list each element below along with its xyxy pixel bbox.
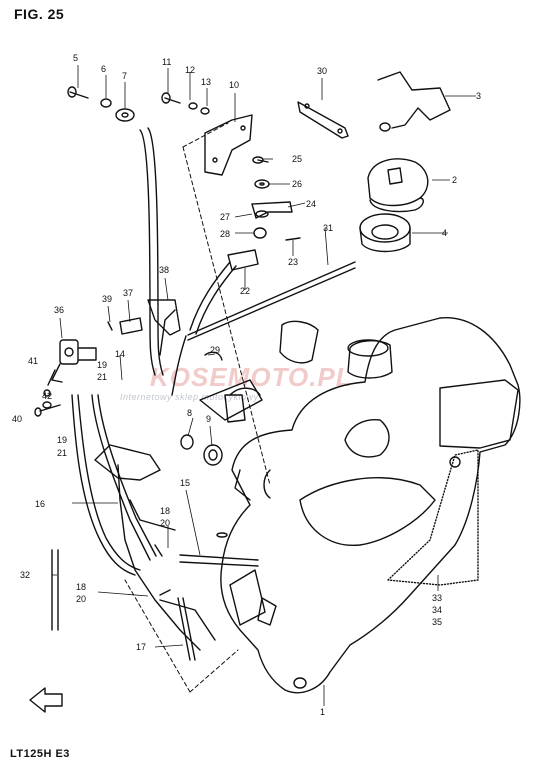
callout-16: 16 xyxy=(35,499,45,509)
callout-19a: 19 xyxy=(97,360,107,370)
callout-15: 15 xyxy=(180,478,190,488)
callout-35: 35 xyxy=(432,617,442,627)
callout-20b: 20 xyxy=(76,594,86,604)
fuel-cock xyxy=(47,339,97,386)
callout-1: 1 xyxy=(320,707,325,717)
callout-25: 25 xyxy=(292,154,302,164)
callout-20a: 20 xyxy=(160,518,170,528)
fuel-tank xyxy=(187,261,521,694)
watermark-tagline: Internetowy sklep motocyklowy xyxy=(120,392,259,402)
callout-28: 28 xyxy=(220,229,230,239)
callout-38: 38 xyxy=(159,265,169,275)
callout-18a: 18 xyxy=(160,506,170,516)
callout-18b: 18 xyxy=(76,582,86,592)
callout-leaders xyxy=(52,65,476,706)
hoses xyxy=(71,127,237,576)
callout-7: 7 xyxy=(122,71,127,81)
figure-title: FIG. 25 xyxy=(14,6,65,22)
callout-34: 34 xyxy=(432,605,442,615)
callout-13: 13 xyxy=(201,77,211,87)
callout-12: 12 xyxy=(185,65,195,75)
callout-32: 32 xyxy=(20,570,30,580)
callout-29: 29 xyxy=(210,345,220,355)
callout-26: 26 xyxy=(292,179,302,189)
callout-41: 41 xyxy=(28,356,38,366)
callout-14: 14 xyxy=(115,349,125,359)
callout-37: 37 xyxy=(123,288,133,298)
callout-36: 36 xyxy=(54,305,64,315)
callout-21a: 21 xyxy=(97,372,107,382)
callout-22: 22 xyxy=(240,286,250,296)
model-code: LT125H E3 xyxy=(10,748,70,760)
callout-31: 31 xyxy=(323,223,333,233)
callout-21b: 21 xyxy=(57,448,67,458)
heat-shield xyxy=(387,449,479,586)
callout-5: 5 xyxy=(73,53,78,63)
callout-24: 24 xyxy=(306,199,316,209)
callout-6: 6 xyxy=(101,64,106,74)
fuel-cap xyxy=(367,158,429,213)
cap-gasket xyxy=(359,213,411,253)
callout-4: 4 xyxy=(442,228,447,238)
watermark-logo: KOSEMOTO.PL xyxy=(150,362,353,392)
callout-27: 27 xyxy=(220,212,230,222)
frame-bracket xyxy=(94,379,263,651)
callout-39: 39 xyxy=(102,294,112,304)
back-arrow xyxy=(29,687,63,713)
callout-17: 17 xyxy=(136,642,146,652)
callout-11: 11 xyxy=(162,57,171,67)
callout-33: 33 xyxy=(432,593,442,603)
callout-10: 10 xyxy=(229,80,239,90)
callout-40: 40 xyxy=(12,414,22,424)
callout-42: 42 xyxy=(42,391,52,401)
callout-2: 2 xyxy=(452,175,457,185)
callout-9: 9 xyxy=(206,414,211,424)
callout-19b: 19 xyxy=(57,435,67,445)
callout-3: 3 xyxy=(476,91,481,101)
callout-labels: 5 6 7 11 12 13 10 30 3 25 26 2 24 27 28 … xyxy=(12,53,481,717)
callout-30: 30 xyxy=(317,66,327,76)
callout-23: 23 xyxy=(288,257,298,267)
callout-8: 8 xyxy=(187,408,192,418)
